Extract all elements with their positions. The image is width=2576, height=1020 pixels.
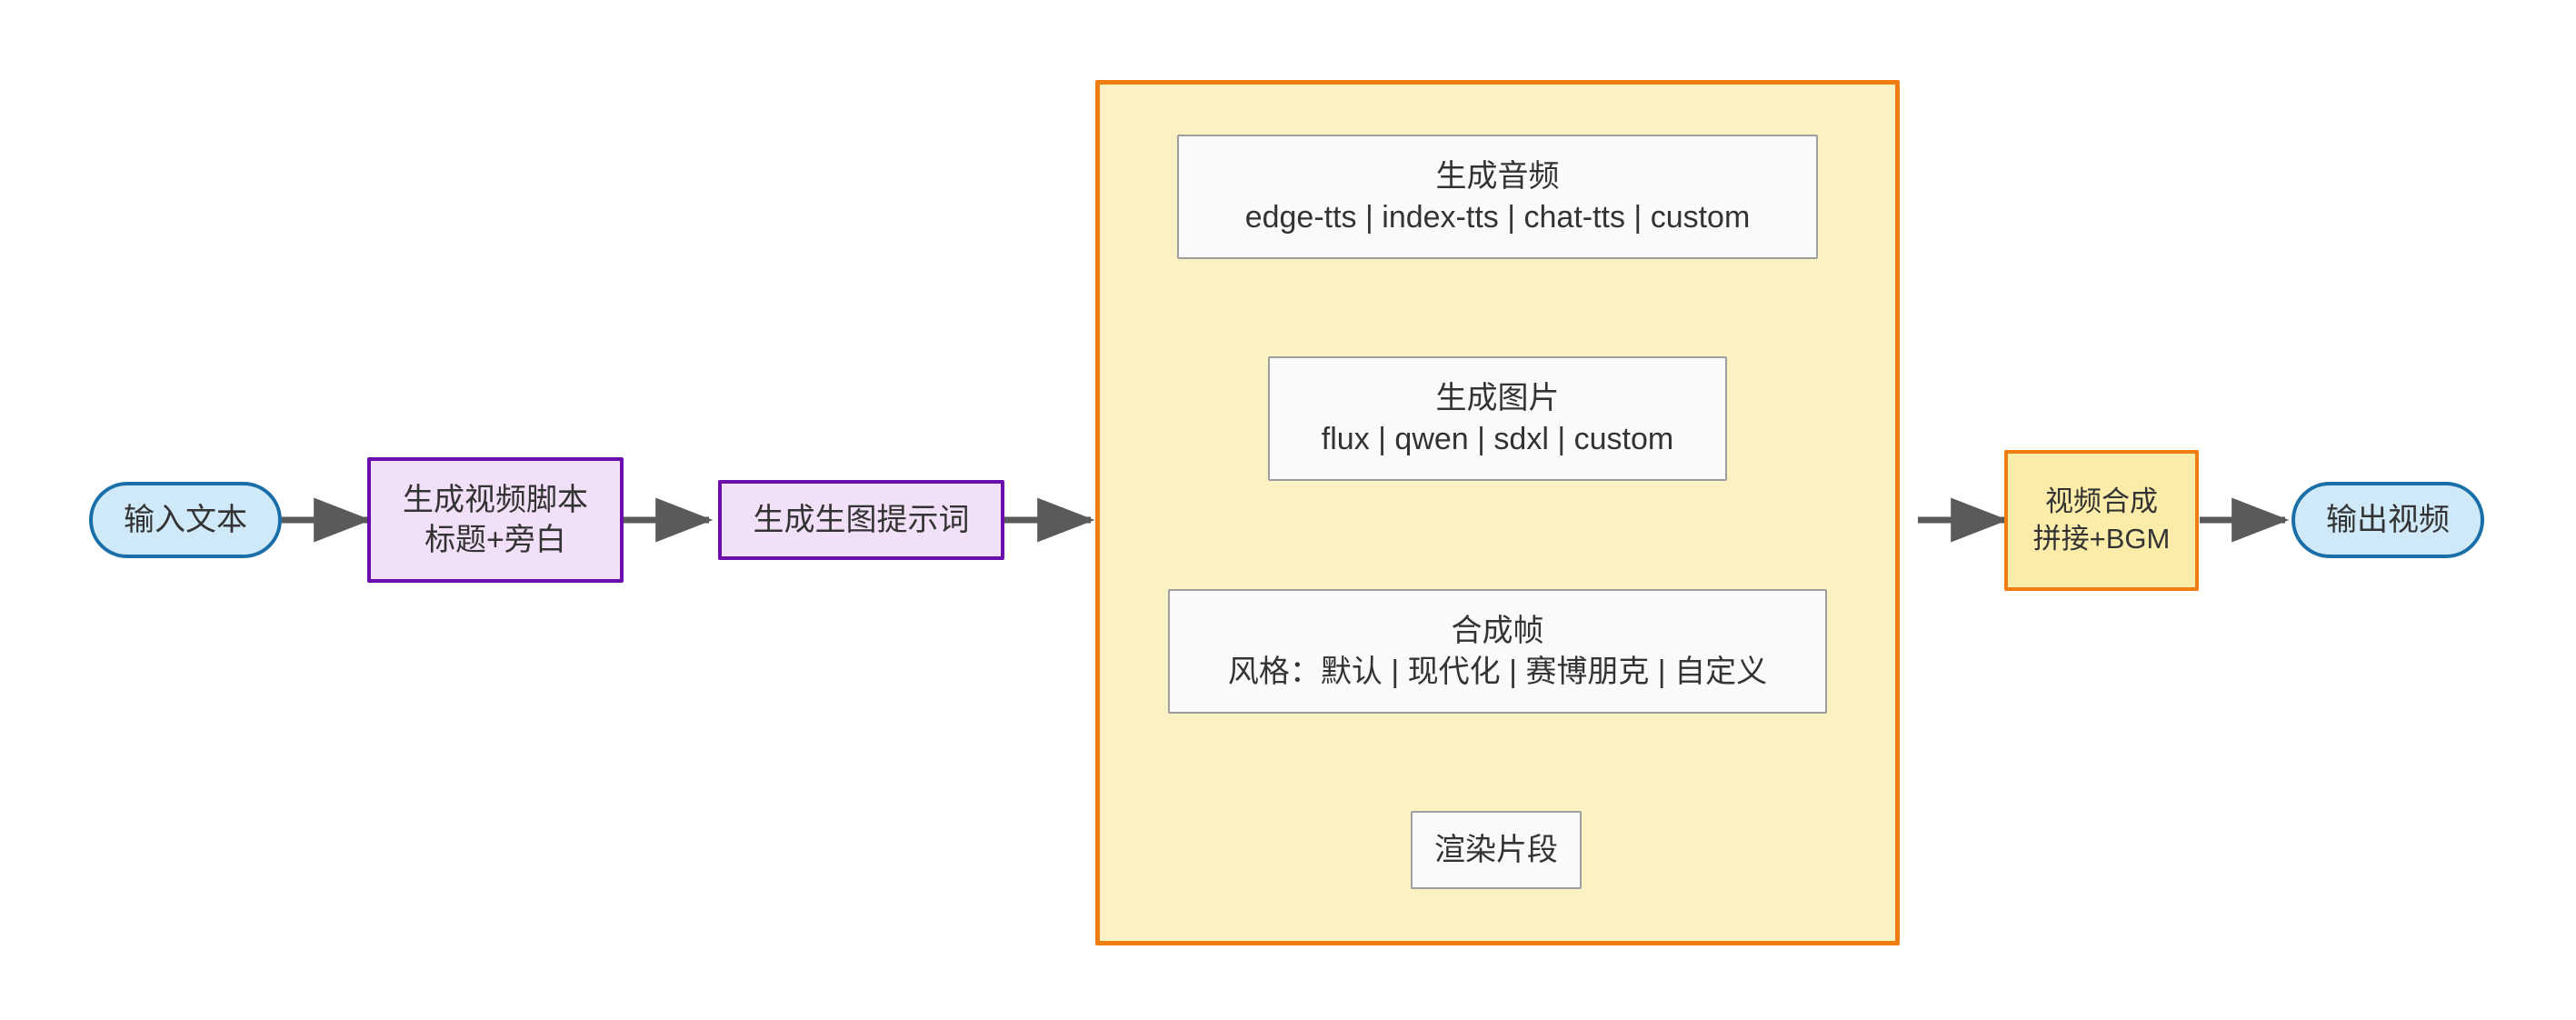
node-generate-image-line2: flux | qwen | sdxl | custom — [1321, 421, 1674, 456]
node-video-compose[interactable]: 视频合成 拼接+BGM — [2004, 450, 2199, 591]
node-input-text[interactable]: 输入文本 — [89, 482, 282, 558]
node-generate-image-line1: 生成图片 — [1435, 381, 1560, 416]
node-input-text-label: 输入文本 — [124, 502, 247, 537]
node-generate-script-line2: 标题+旁白 — [424, 523, 566, 557]
node-compose-frame-line2: 风格：默认 | 现代化 | 赛博朋克 | 自定义 — [1227, 654, 1768, 689]
node-generate-audio-line2: edge-tts | index-tts | chat-tts | custom — [1244, 199, 1751, 235]
node-output-video[interactable]: 输出视频 — [2291, 482, 2484, 558]
node-render-segment[interactable]: 渲染片段 — [1411, 811, 1582, 889]
node-render-segment-label: 渲染片段 — [1434, 832, 1558, 867]
node-output-video-label: 输出视频 — [2326, 502, 2450, 537]
node-compose-frame-line1: 合成帧 — [1451, 614, 1544, 649]
node-generate-script[interactable]: 生成视频脚本 标题+旁白 — [367, 457, 624, 583]
node-video-compose-line1: 视频合成 — [2045, 485, 2158, 518]
node-generate-audio[interactable]: 生成音频 edge-tts | index-tts | chat-tts | c… — [1177, 135, 1818, 259]
node-compose-frame[interactable]: 合成帧 风格：默认 | 现代化 | 赛博朋克 | 自定义 — [1168, 589, 1827, 714]
node-generate-image[interactable]: 生成图片 flux | qwen | sdxl | custom — [1268, 356, 1727, 481]
node-generate-audio-line1: 生成音频 — [1435, 159, 1560, 195]
node-video-compose-line2: 拼接+BGM — [2032, 522, 2171, 555]
node-generate-prompt-label: 生成生图提示词 — [753, 502, 970, 537]
node-generate-prompt[interactable]: 生成生图提示词 — [718, 480, 1004, 560]
node-generate-script-line1: 生成视频脚本 — [403, 482, 588, 517]
